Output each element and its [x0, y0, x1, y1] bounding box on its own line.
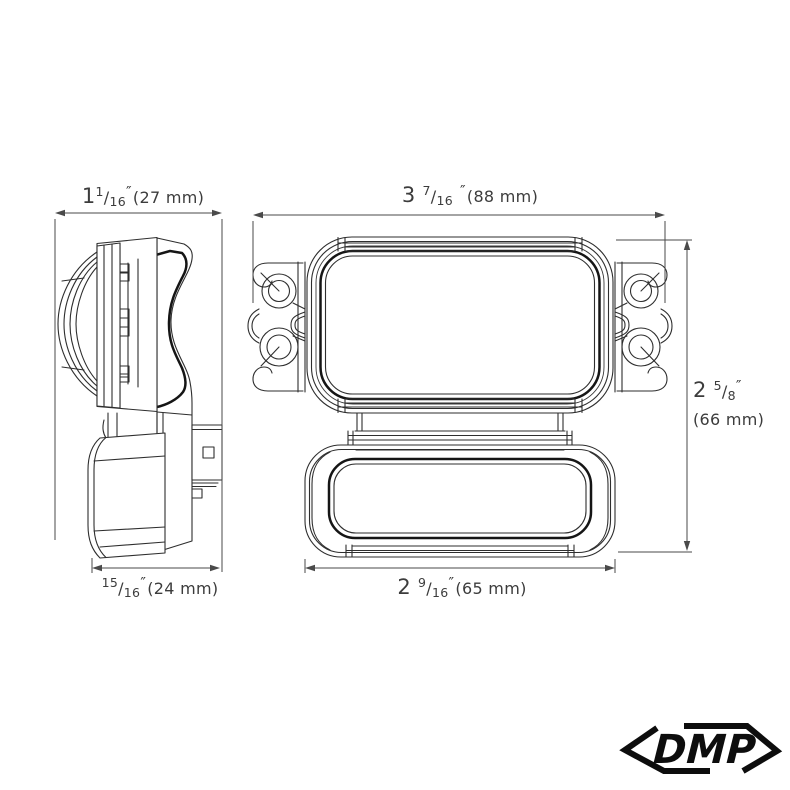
lower-lamp-bottom-band [345, 544, 575, 558]
upper-lamp-top-band [337, 236, 583, 252]
dimension-label-front-width: 3 7/16 ″(88 mm) [401, 182, 539, 208]
dmp-logo: DMP [612, 712, 787, 782]
side-lens [57, 251, 98, 397]
side-lower-lamp [87, 432, 166, 559]
dimension-label-front-height: 2 5/8″ (66 mm) [693, 377, 765, 429]
dim-lower-width [304, 559, 616, 573]
dmp-logo-text: DMP [647, 726, 761, 773]
front-lower-lamp [304, 444, 616, 558]
side-neck [102, 411, 164, 439]
dimension-lines [54, 209, 692, 573]
svg-text:DMP: DMP [647, 726, 761, 773]
front-view [247, 236, 673, 558]
side-connector [191, 424, 223, 499]
dimension-label-side-depth: 15/16″(24 mm) [101, 574, 219, 600]
front-left-clip [247, 261, 306, 393]
side-clip-rail [117, 258, 139, 388]
dim-front-width [252, 211, 666, 303]
upper-lamp-bottom-band [337, 398, 583, 414]
side-view [57, 236, 223, 559]
dimension-label-side-width: 11/16″(27 mm) [81, 183, 205, 209]
dmp-logo-left-chevron-icon [619, 725, 710, 774]
dmp-logo-right-chevron-icon [684, 723, 783, 774]
dim-side-depth [91, 558, 220, 573]
front-upper-lamp [306, 236, 614, 414]
front-pedestal [347, 412, 573, 446]
side-bezel [96, 242, 121, 409]
front-right-clip [614, 261, 673, 393]
dim-side-width [54, 209, 223, 572]
side-mounting-bracket [136, 237, 193, 552]
dimension-label-lower-width: 2 9/16″(65 mm) [397, 574, 527, 600]
dim-front-height [616, 239, 692, 553]
